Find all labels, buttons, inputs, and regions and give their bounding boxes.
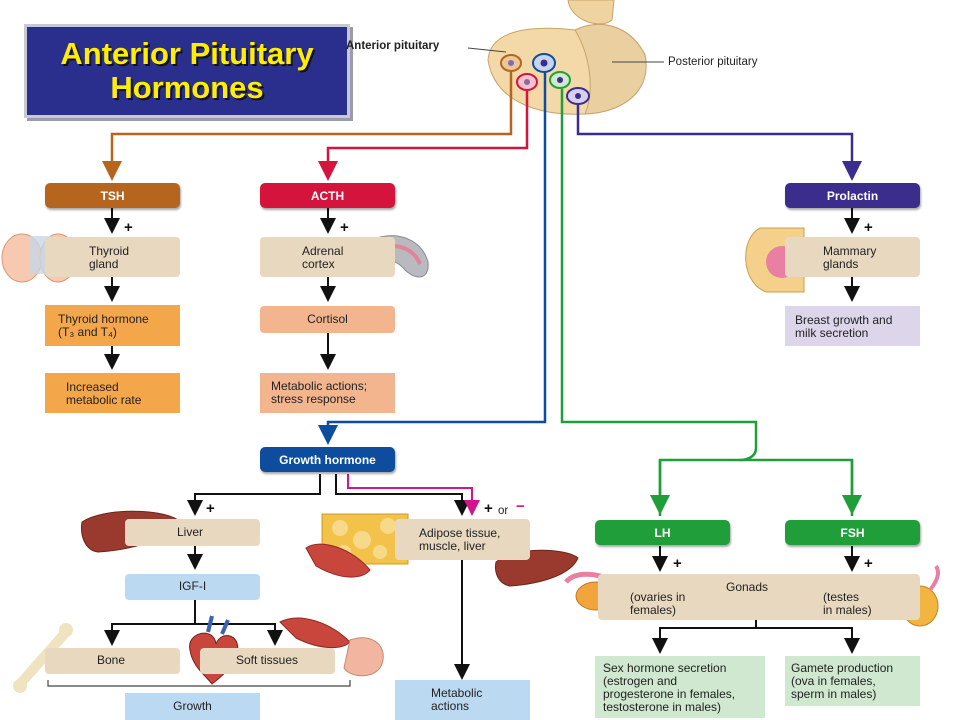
anterior-pituitary-label: Anterior pituitary — [346, 40, 440, 52]
growth-box: Growth — [125, 693, 260, 720]
metabolic-stress-line-2: stress response — [271, 392, 356, 406]
thyroid-line-2: gland — [89, 257, 119, 271]
lh-header: LH — [595, 520, 730, 545]
bone-box: Bone — [45, 648, 180, 674]
adipose-box: Adipose tissue, muscle, liver — [395, 519, 530, 560]
prolactin-header: Prolactin — [785, 183, 920, 208]
adrenal-line-1: Adrenal — [302, 244, 344, 258]
bone-illustration — [13, 623, 73, 693]
plus-sign-prolactin: + — [864, 219, 873, 236]
ovaries-line-2: females) — [630, 603, 677, 617]
mammary-glands-box: Mammary glands — [785, 237, 920, 277]
adrenal-line-2: cortex — [302, 257, 335, 271]
thyroid-hormone-line-1: Thyroid hormone — [58, 312, 149, 326]
thyroid-line-1: Thyroid — [89, 244, 130, 258]
gamete-box: Gamete production (ova in females, sperm… — [785, 656, 920, 706]
plus-sign-adipose: + — [484, 500, 493, 517]
sex-hormone-box: Sex hormone secretion (estrogen and prog… — [595, 656, 765, 718]
adipose-line-2: muscle, liver — [419, 539, 486, 553]
liver-box: Liver — [125, 519, 260, 546]
plus-sign-liver: + — [206, 500, 215, 517]
plus-sign-lh: + — [673, 555, 682, 572]
thyroid-gland-box: Thyroid gland — [45, 237, 180, 277]
gonads-label: Gonads — [726, 580, 769, 594]
sex-hormone-line-4: testosterone in males) — [603, 700, 722, 714]
metabolic-actions-line-2: actions — [431, 699, 470, 713]
metabolic-stress-line-1: Metabolic actions; — [271, 379, 368, 393]
adrenal-cortex-box: Adrenal cortex — [260, 237, 395, 277]
thyroid-hormone-box: Thyroid hormone (T₃ and T₄) — [45, 305, 180, 346]
sex-hormone-line-3: progesterone in females, — [603, 687, 736, 701]
sex-hormone-line-2: (estrogen and — [603, 674, 678, 688]
sex-hormone-line-1: Sex hormone secretion — [603, 661, 727, 675]
cortisol-box: Cortisol — [260, 306, 395, 333]
soft-tissues-box: Soft tissues — [200, 648, 335, 674]
gamete-line-1: Gamete production — [791, 661, 894, 675]
minus-sign-adipose: − — [516, 498, 525, 515]
gamete-line-2: (ova in females, — [791, 674, 876, 688]
breast-line-1: Breast growth and — [795, 313, 893, 327]
ovaries-note: (ovaries in females) — [630, 591, 685, 617]
pituitary-gland — [487, 0, 647, 115]
slide-title: Anterior Pituitary Hormones — [24, 24, 350, 118]
growth-hormone-header: Growth hormone — [260, 447, 395, 472]
fsh-header: FSH — [785, 520, 920, 545]
posterior-pituitary-label: Posterior pituitary — [668, 56, 758, 68]
testes-note: (testes in males) — [823, 591, 872, 617]
metabolic-rate-line-2: metabolic rate — [66, 393, 142, 407]
plus-sign-acth: + — [340, 219, 349, 236]
metabolic-actions-box: Metabolic actions — [395, 680, 530, 720]
testes-line-1: (testes — [823, 590, 860, 604]
ovaries-line-1: (ovaries in — [630, 590, 686, 604]
metabolic-rate-box: Increased metabolic rate — [45, 373, 180, 413]
mammary-line-2: glands — [823, 257, 859, 271]
gonads-box: Gonads (ovaries in females) (testes in m… — [598, 574, 920, 620]
breast-growth-box: Breast growth and milk secretion — [785, 306, 920, 346]
or-label: or — [498, 505, 509, 517]
title-line-2: Hormones — [110, 70, 264, 105]
thyroid-hormone-line-2: (T₃ and T₄) — [58, 325, 117, 339]
breast-line-2: milk secretion — [795, 326, 869, 340]
gamete-line-3: sperm in males) — [791, 687, 877, 701]
title-line-1: Anterior Pituitary — [60, 36, 314, 71]
adipose-line-1: Adipose tissue, — [419, 526, 501, 540]
plus-sign-tsh: + — [124, 219, 133, 236]
mammary-line-1: Mammary — [823, 244, 877, 258]
metabolic-stress-box: Metabolic actions; stress response — [260, 373, 395, 413]
plus-sign-fsh: + — [864, 555, 873, 572]
metabolic-rate-line-1: Increased — [66, 380, 119, 394]
muscle-illustration — [279, 543, 371, 648]
igf-box: IGF-I — [125, 574, 260, 600]
acth-header: ACTH — [260, 183, 395, 208]
tsh-header: TSH — [45, 183, 180, 208]
stomach-illustration — [343, 637, 384, 677]
metabolic-actions-line-1: Metabolic — [431, 686, 483, 700]
testes-line-2: in males) — [823, 603, 872, 617]
